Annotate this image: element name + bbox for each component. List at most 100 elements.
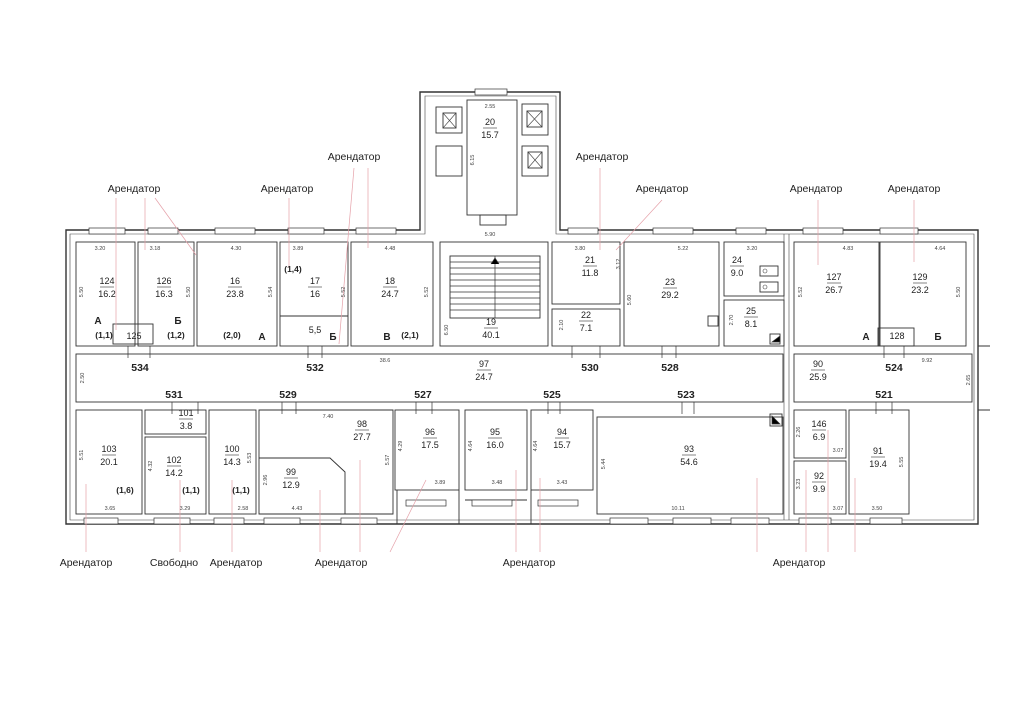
- room-area-100: 14.3: [223, 457, 241, 467]
- dimension-label-vertical: 5.51: [79, 450, 85, 461]
- section-number: 534: [131, 362, 149, 374]
- dimension-label: 3.20: [747, 246, 758, 252]
- room-number-95: 95: [490, 427, 500, 437]
- room-area-94: 15.7: [553, 440, 571, 450]
- room-area-90: 25.9: [809, 372, 827, 382]
- dimension-label-vertical: 5.52: [341, 287, 347, 298]
- zone-letter: А: [862, 332, 869, 343]
- dimension-label: 3.80: [575, 246, 586, 252]
- windows: [83, 88, 919, 525]
- room-number-22: 22: [581, 310, 591, 320]
- small-room-number: 5,5: [309, 325, 322, 335]
- room-number-126: 126: [156, 276, 171, 286]
- coefficient-labels: (1,1)(1,2)(2,0)(1,4)(2,1)(1,6)(1,1)(1,1): [95, 264, 419, 495]
- section-number: 531: [165, 389, 183, 401]
- room-area-16: 23.8: [226, 289, 244, 299]
- room-area-96: 17.5: [421, 440, 439, 450]
- dimension-label-vertical: 6.50: [444, 325, 450, 336]
- tenant-status-label: Арендатор: [328, 151, 381, 163]
- room-number-97: 97: [479, 359, 489, 369]
- dimension-label: 3.29: [180, 506, 191, 512]
- room-area-19: 40.1: [482, 330, 500, 340]
- room-number-100: 100: [224, 444, 239, 454]
- section-number: 529: [279, 389, 297, 401]
- sanitary-fixtures: [707, 265, 783, 427]
- dimension-label-vertical: 2.70: [729, 315, 735, 326]
- room-area-93: 54.6: [680, 457, 698, 467]
- dimension-label: 3.89: [435, 480, 446, 486]
- room-number-20: 20: [485, 117, 495, 127]
- dimension-label-vertical: 5.50: [186, 287, 192, 298]
- section-number: 525: [543, 389, 561, 401]
- zone-letter: В: [383, 332, 390, 343]
- zone-letter: Б: [174, 316, 181, 327]
- room-area-146: 6.9: [813, 432, 826, 442]
- room-area-17: 16: [310, 289, 320, 299]
- section-number: 530: [581, 362, 599, 374]
- room-labels: 12416.212616.31623.817161824.72015.71940…: [98, 117, 929, 494]
- dimension-label: 10.11: [671, 506, 684, 512]
- section-number: 528: [661, 362, 679, 374]
- room-area-21: 11.8: [582, 268, 599, 278]
- room-area-25: 8.1: [745, 319, 758, 329]
- coefficient-label: (1,1): [95, 330, 113, 340]
- room-area-98: 27.7: [353, 432, 371, 442]
- section-ticks: [127, 346, 905, 414]
- tenant-status-label: Арендатор: [503, 557, 556, 569]
- dimension-label-vertical: 2.96: [263, 475, 269, 486]
- dimension-label: 9.92: [922, 358, 933, 364]
- room-number-98: 98: [357, 419, 367, 429]
- dimension-label: 3.50: [872, 506, 883, 512]
- dimension-label-vertical: 5.52: [424, 287, 430, 298]
- room-number-124: 124: [99, 276, 114, 286]
- tenant-status-label: Арендатор: [790, 183, 843, 195]
- dimension-label: 7.40: [323, 414, 334, 420]
- dimension-label-vertical: 4.64: [468, 441, 474, 452]
- staircase: [449, 255, 541, 319]
- dimension-label: 3.89: [293, 246, 304, 252]
- zone-letter: А: [94, 316, 101, 327]
- room-area-20: 15.7: [481, 130, 499, 140]
- room-number-90: 90: [813, 359, 823, 369]
- dimension-label: 2.55: [485, 104, 496, 110]
- coefficient-label: (2,0): [223, 330, 241, 340]
- dimension-label: 4.83: [843, 246, 854, 252]
- tenant-status-label: Арендатор: [576, 151, 629, 163]
- room-number-16: 16: [230, 276, 240, 286]
- tenant-status-label: Арендатор: [636, 183, 689, 195]
- top-rooms: [75, 99, 967, 347]
- dimension-label-vertical: 5.57: [385, 455, 391, 466]
- dimension-label-vertical: 3.12: [616, 259, 622, 270]
- room-area-22: 7.1: [580, 323, 593, 333]
- coefficient-label: (1,1): [182, 485, 200, 495]
- dimension-label: 4.43: [292, 506, 303, 512]
- room-number-127: 127: [826, 272, 841, 282]
- dimension-label: 5.22: [678, 246, 689, 252]
- room-number-19: 19: [486, 317, 496, 327]
- room-area-92: 9.9: [813, 484, 826, 494]
- dimension-label-vertical: 4.32: [148, 461, 154, 472]
- tenant-status-label: Арендатор: [315, 557, 368, 569]
- section-number: 524: [885, 362, 903, 374]
- tenant-status-label: Арендатор: [60, 557, 113, 569]
- section-number: 523: [677, 389, 695, 401]
- room-number-96: 96: [425, 427, 435, 437]
- dimension-label-vertical: 5.54: [268, 287, 274, 298]
- corridors: [75, 353, 973, 403]
- dimension-label-vertical: 5.52: [798, 287, 804, 298]
- dimension-label: 3.07: [833, 448, 844, 454]
- dimension-label: 3.20: [95, 246, 106, 252]
- room-number-23: 23: [665, 277, 675, 287]
- tenant-status-label: Арендатор: [888, 183, 941, 195]
- dimension-label-vertical: 5.60: [627, 295, 633, 306]
- room-number-24: 24: [732, 255, 742, 265]
- dimension-label-vertical: 2.50: [80, 373, 86, 384]
- bottom-rooms: [75, 409, 910, 524]
- dimension-label-vertical: 2.65: [966, 375, 972, 386]
